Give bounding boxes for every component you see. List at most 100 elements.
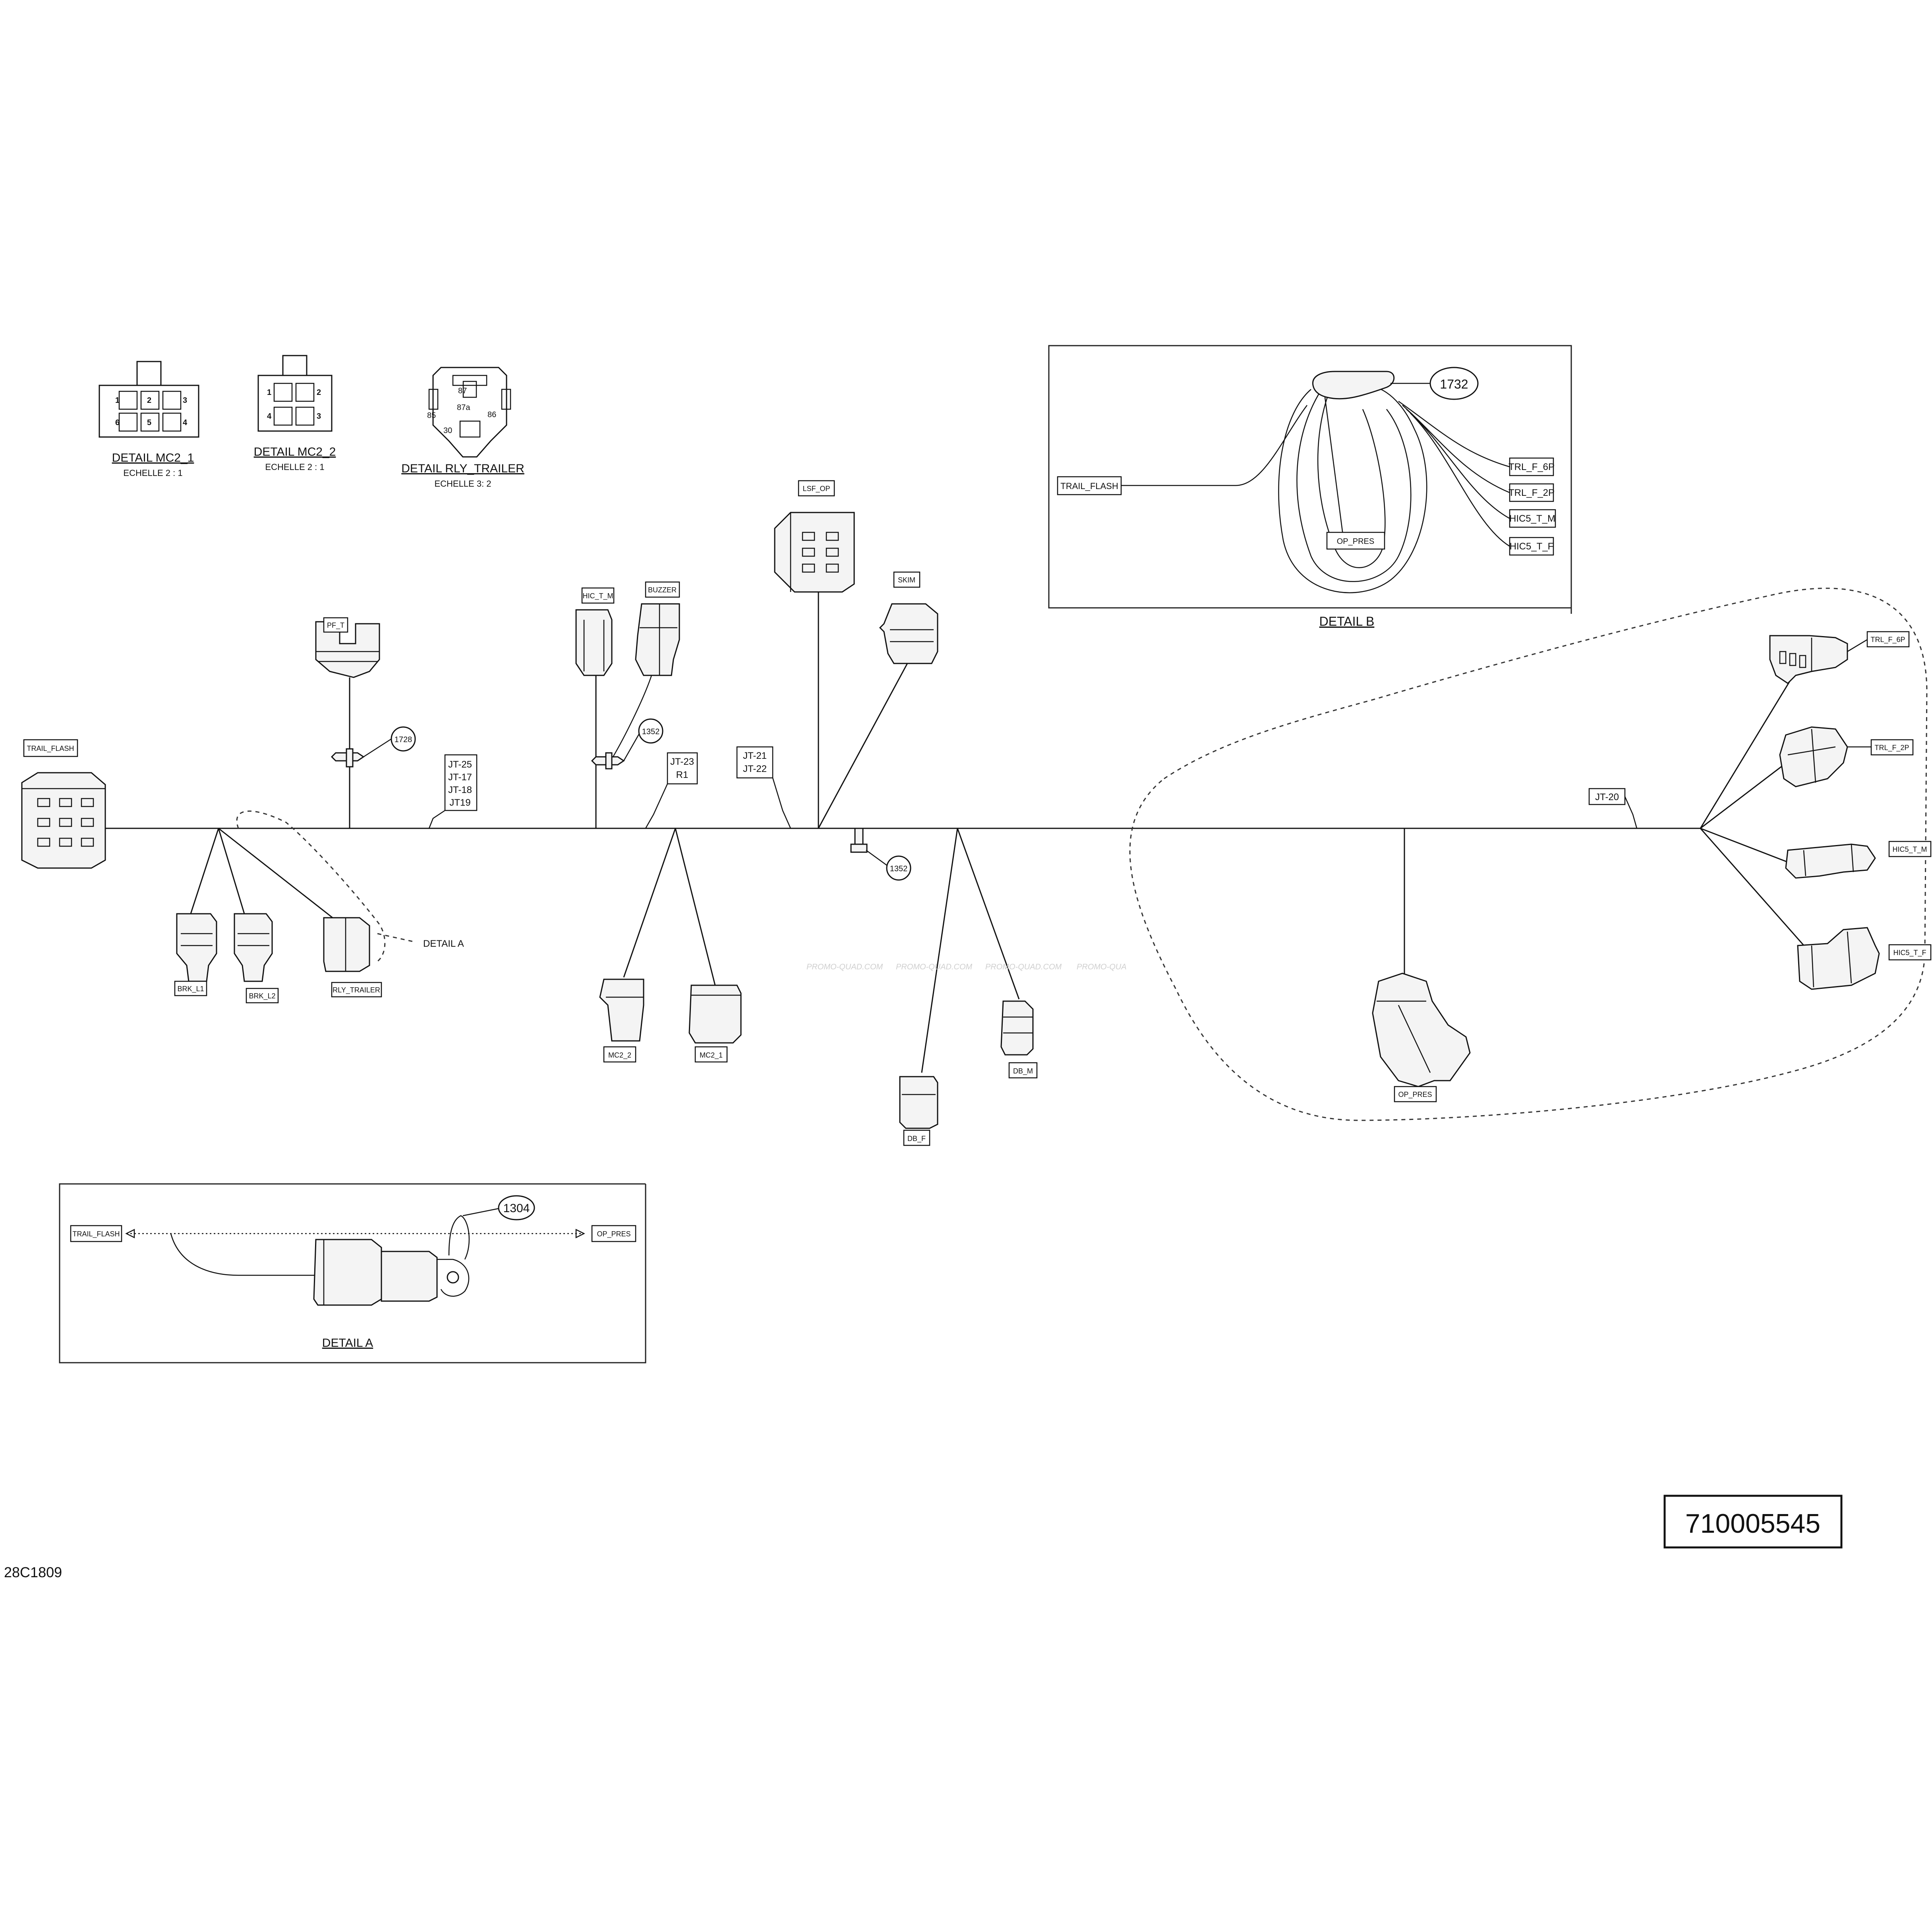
detail-a-title: DETAIL A <box>322 1336 373 1350</box>
pf-t-connector <box>315 621 380 678</box>
db-m-connector <box>1000 1000 1034 1056</box>
detail-b-panel: TRAIL_FLASH OP_PRES 1732 TRL_F_6P TRL_F_… <box>1048 345 1572 629</box>
mc2-2-pin: 3 <box>317 412 321 421</box>
hic5-t-m-tag <box>1888 841 1932 857</box>
trl-f-6p-connector <box>1769 635 1848 684</box>
junction-tag-jt21 <box>736 746 774 779</box>
detail-b-tag-label: HIC5_T_F <box>1510 541 1554 552</box>
buzzer-tag <box>645 581 680 598</box>
junction-label: JT-18 <box>448 785 472 795</box>
detail-mc2-1-scale: ECHELLE 2 : 1 <box>123 468 182 478</box>
junction-label: R1 <box>676 770 688 780</box>
mc2-2-tag <box>603 1046 636 1063</box>
mc2-2-label: MC2_2 <box>608 1051 631 1060</box>
rly-trailer-tag <box>331 982 382 998</box>
detail-b-tag <box>1509 457 1554 476</box>
watermark-text: PROMO-QUAD.COM <box>985 963 1062 971</box>
callout-1352-mid-label: 1352 <box>890 864 908 873</box>
mc2-1-connector <box>688 984 742 1044</box>
hic-t-m-connector <box>575 609 613 676</box>
callout-1352-top <box>638 718 663 744</box>
detail-b-callout-label: 1732 <box>1440 377 1468 391</box>
rly-pin: 87a <box>457 403 470 412</box>
main-harness: TRAIL_FLASH PF_T 1728 JT-25 JT-17 JT-18 … <box>21 480 1932 1146</box>
watermark-text: PROMO-QUA <box>1077 963 1127 971</box>
rly-pin: 87 <box>458 387 467 395</box>
junction-label: JT-25 <box>448 759 472 770</box>
mc2-2-pin: 4 <box>267 412 272 421</box>
hic5-t-f-label: HIC5_T_F <box>1893 949 1926 957</box>
junction-label: JT-21 <box>743 750 767 761</box>
detail-a-op-pres-label: OP_PRES <box>597 1230 630 1238</box>
skim-label: SKIM <box>898 576 915 584</box>
detail-mc2-2-scale: ECHELLE 2 : 1 <box>265 462 324 472</box>
hic5-t-f-connector <box>1797 927 1880 990</box>
mc2-2-connector <box>599 979 644 1042</box>
junction-label: JT-17 <box>448 772 472 783</box>
detail-b-trail-flash-tag <box>1057 476 1122 495</box>
trail-flash-label: TRAIL_FLASH <box>27 745 74 753</box>
detail-a-relay-body <box>313 1239 382 1306</box>
callout-1728 <box>391 726 416 752</box>
hic-t-m-label: HIC_T_M <box>582 592 613 600</box>
watermark-text: PROMO-QUAD.COM <box>806 963 883 971</box>
junction-tag-jt25 <box>444 754 478 811</box>
buzzer-connector <box>635 603 680 676</box>
rly-pin: 86 <box>487 410 496 419</box>
junction-label: JT-20 <box>1595 792 1619 803</box>
skim-tag <box>893 571 921 588</box>
detail-mc2-1: 1 2 3 6 5 4 DETAIL MC2_1 ECHELLE 2 : 1 <box>99 361 199 478</box>
db-f-label: DB_F <box>907 1135 926 1143</box>
callout-1352-top-label: 1352 <box>642 727 660 736</box>
detail-b-tag-label: HIC5_T_M <box>1509 513 1555 524</box>
brk-l2-tag <box>246 988 279 1004</box>
rly-trailer-label: RLY_TRAILER <box>333 986 380 994</box>
skim-connector <box>879 603 938 664</box>
mc2-2-pin: 1 <box>267 388 271 397</box>
op-pres-connector <box>1372 973 1471 1087</box>
brk-l2-label: BRK_L2 <box>249 992 275 1000</box>
detail-b-op-pres-tag <box>1326 532 1385 550</box>
mc2-1-pin: 2 <box>147 396 151 405</box>
hic5-t-m-connector <box>1785 843 1876 879</box>
detail-rly-trailer: 87 87a 86 85 30 DETAIL RLY_TRAILER ECHEL… <box>401 367 524 489</box>
brk-l1-connector <box>176 913 217 982</box>
mc2-1-pin: 5 <box>147 418 151 427</box>
mc2-1-tag <box>694 1046 728 1063</box>
detail-a-pointer-label: DETAIL A <box>423 938 464 949</box>
pf-t-label: PF_T <box>327 621 344 630</box>
mc2-1-pin: 1 <box>115 396 120 405</box>
part-number-box: 710005545 <box>1663 1495 1843 1549</box>
junction-tag-jt20 <box>1588 788 1626 805</box>
detail-rly-trailer-scale: ECHELLE 3: 2 <box>434 479 491 489</box>
op-pres-tag <box>1394 1086 1437 1102</box>
db-f-connector <box>899 1076 938 1129</box>
detail-b-callout-1732 <box>1429 367 1479 400</box>
mc2-1-pin: 3 <box>183 396 187 405</box>
pf-t-tag <box>323 617 348 633</box>
lsf-op-label: LSF_OP <box>803 485 830 493</box>
callout-1728-label: 1728 <box>395 735 412 744</box>
detail-rly-trailer-title: DETAIL RLY_TRAILER <box>401 462 524 475</box>
junction-label: JT-23 <box>670 756 694 767</box>
callout-1352-mid <box>886 855 911 881</box>
detail-a-op-pres-tag <box>591 1225 636 1242</box>
db-f-tag <box>903 1129 930 1146</box>
db-m-tag <box>1008 1062 1038 1079</box>
trail-flash-tag <box>23 739 78 757</box>
mc2-2-pin: 2 <box>317 388 321 397</box>
trl-f-6p-label: TRL_F_6P <box>1870 636 1905 644</box>
detail-b-trail-flash-label: TRAIL_FLASH <box>1060 481 1118 491</box>
detail-a-panel: TRAIL_FLASH OP_PRES 1304 DETAIL A <box>59 1183 646 1363</box>
detail-a-trail-flash-tag <box>70 1225 122 1242</box>
op-pres-label: OP_PRES <box>1398 1091 1432 1099</box>
detail-b-op-pres-label: OP_PRES <box>1337 537 1374 546</box>
rly-trailer-connector <box>323 917 370 972</box>
detail-b-tag-label: TRL_F_6P <box>1508 462 1555 472</box>
lsf-op-tag <box>798 480 835 497</box>
clip-1352-mid <box>854 828 864 847</box>
detail-a-callout-label: 1304 <box>503 1202 530 1215</box>
detail-mc2-2-title: DETAIL MC2_2 <box>254 445 336 458</box>
watermark-text: PROMO-QUAD.COM <box>896 963 973 971</box>
